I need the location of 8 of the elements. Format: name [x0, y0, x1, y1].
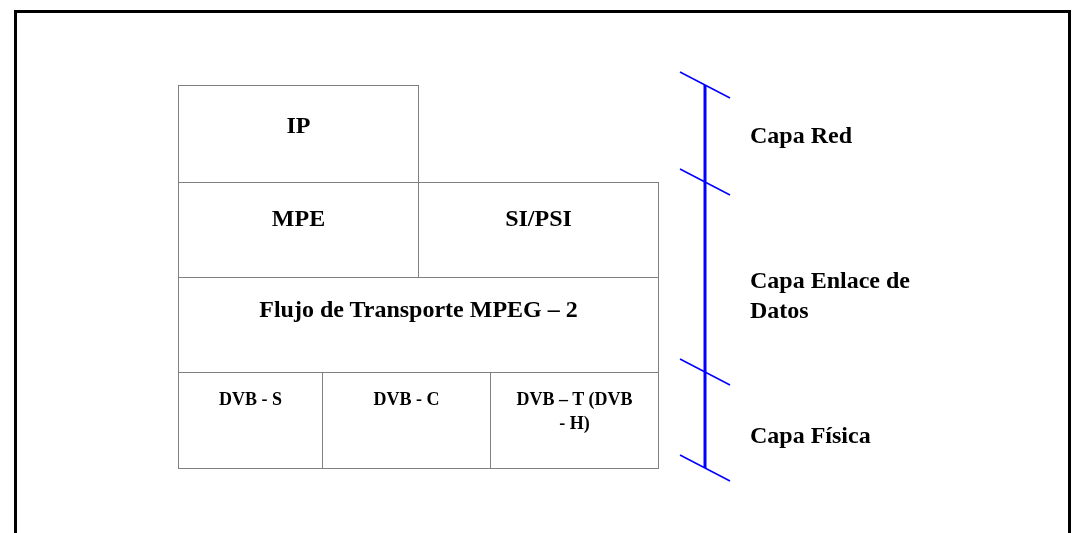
layer-label: Capa Física	[750, 421, 872, 450]
layer-label: Capa Red	[750, 121, 853, 150]
layer-box: DVB – T (DVB - H)	[490, 372, 659, 469]
layer-box: Flujo de Transporte MPEG – 2	[178, 277, 659, 373]
layer-label: Capa Enlace de Datos	[750, 266, 911, 325]
layer-box: IP	[178, 85, 419, 183]
layer-box: DVB - S	[178, 372, 323, 469]
layer-box: SI/PSI	[418, 182, 659, 278]
